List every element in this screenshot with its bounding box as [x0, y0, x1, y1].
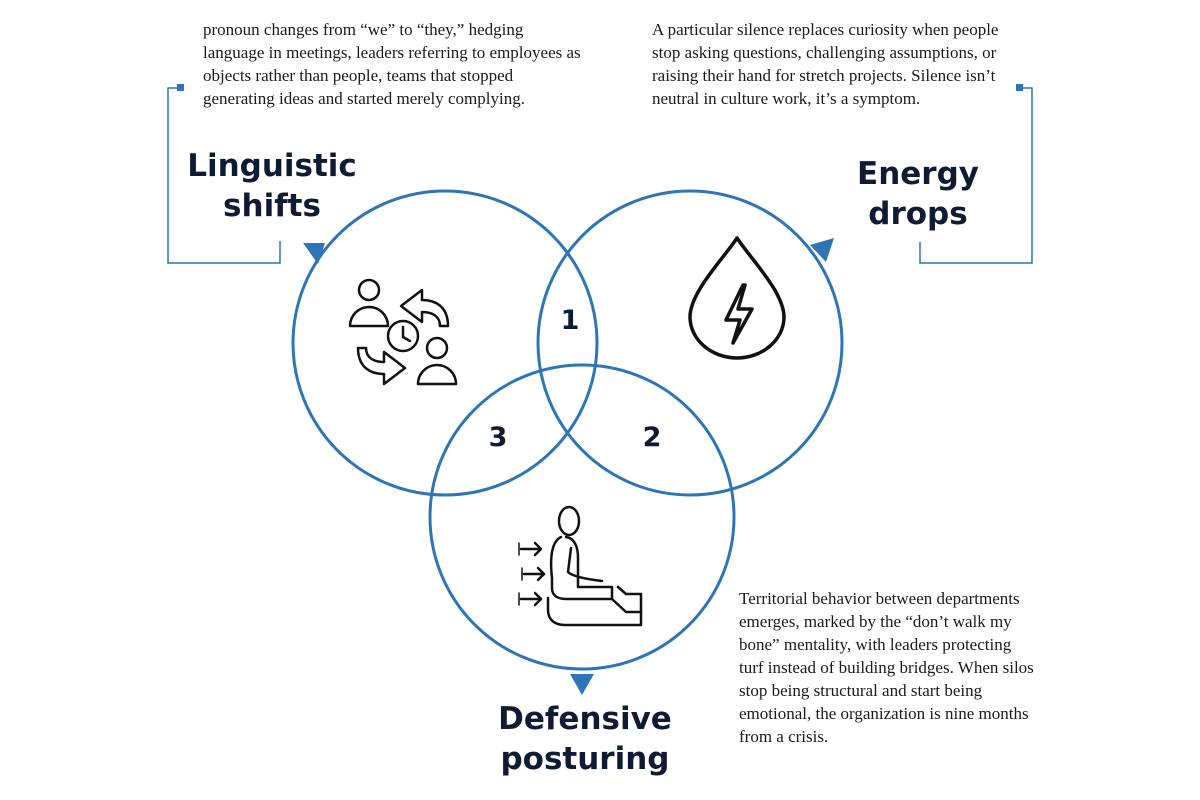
intersection-number-2: 2 — [642, 422, 662, 453]
linguistic-shifts-label: Linguistic shifts — [172, 146, 372, 226]
energy-label-line1: Energy — [857, 156, 979, 192]
linguistic-shifts-description: pronoun changes from “we” to “they,” hed… — [203, 20, 581, 108]
linguistic-label-line2: shifts — [223, 188, 321, 224]
pointer-linguistic — [303, 243, 325, 264]
bracket-dot-right — [1016, 84, 1023, 91]
bracket-dot-left — [177, 84, 184, 91]
defensive-posturing-label: Defensive posturing — [460, 699, 710, 779]
energy-drops-label: Energy drops — [818, 154, 1018, 234]
bracket-linguistic — [167, 87, 281, 264]
defensive-posturing-description: Territorial behavior between departments… — [739, 589, 1034, 746]
energy-drop-icon — [688, 236, 786, 360]
defensive-label-line1: Defensive — [498, 701, 672, 737]
circle-linguistic-shifts — [291, 189, 599, 497]
pointer-defensive — [570, 674, 594, 695]
intersection-number-3: 3 — [488, 422, 508, 453]
circle-defensive-posturing — [428, 363, 736, 671]
circle-energy-drops — [536, 189, 844, 497]
seated-person-pressure-icon — [518, 505, 643, 627]
bracket-energy — [919, 87, 1033, 264]
energy-label-line2: drops — [868, 196, 968, 232]
intersection-number-1: 1 — [560, 305, 580, 336]
pointer-energy — [810, 238, 834, 262]
people-exchange-icon — [348, 278, 458, 386]
energy-drops-description: A particular silence replaces curiosity … — [652, 20, 999, 108]
linguistic-label-line1: Linguistic — [187, 148, 357, 184]
defensive-label-line2: posturing — [500, 741, 670, 777]
